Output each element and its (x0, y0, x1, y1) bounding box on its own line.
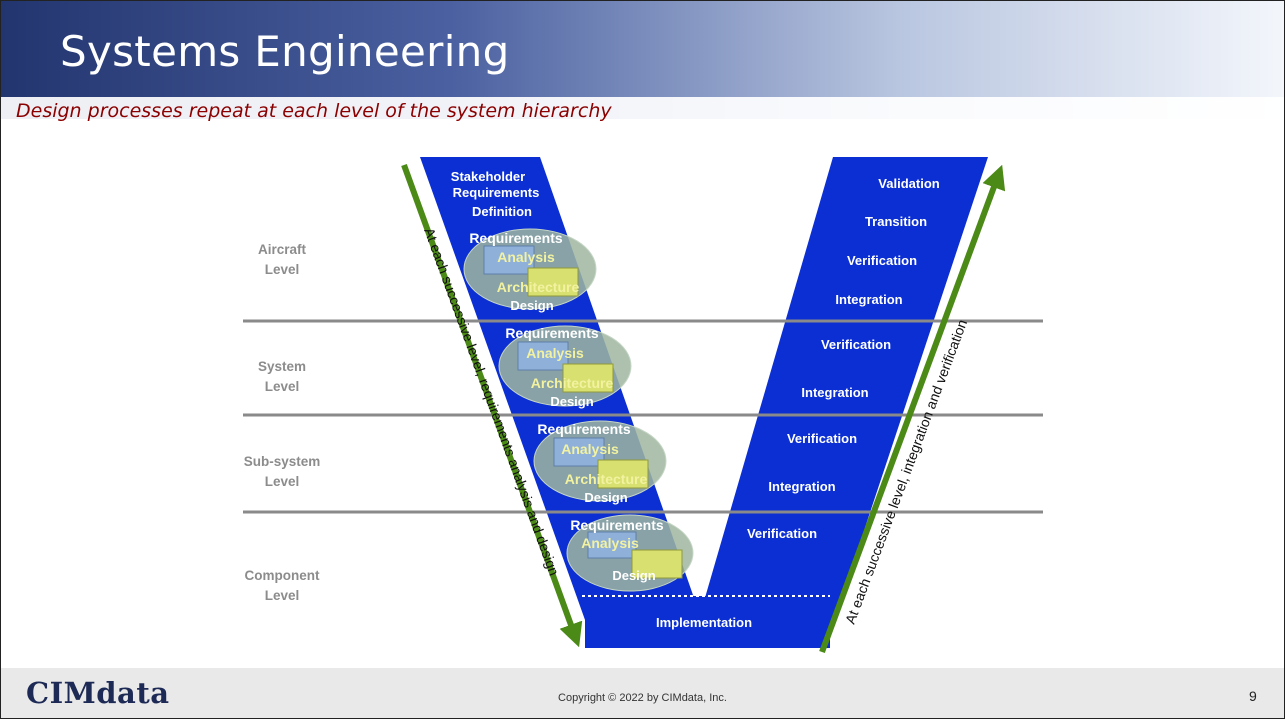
architecture-label-3: Architecture (565, 471, 648, 487)
right-item-integration-subsystem: Integration (768, 479, 835, 494)
slide-title: Systems Engineering (60, 27, 510, 76)
stakeholder-line-1: Stakeholder (451, 169, 525, 184)
analysis-label-2: Analysis (526, 345, 584, 361)
requirements-label-2: Requirements (505, 325, 599, 341)
right-item-verification-aircraft: Verification (847, 253, 917, 268)
architecture-box-2 (562, 363, 614, 393)
architecture-label-1: Architecture (497, 279, 580, 295)
analysis-box-4 (587, 531, 637, 559)
right-item-integration-aircraft: Integration (835, 292, 902, 307)
architecture-box-3 (597, 459, 649, 489)
cimdata-logo: CIMdata (26, 676, 170, 710)
analysis-box-1 (483, 245, 535, 275)
right-item-transition: Transition (865, 214, 927, 229)
implementation-label: Implementation (656, 615, 752, 630)
level-label-aircraft: Aircraft Level (257, 242, 306, 277)
v-bottom-block (585, 596, 830, 648)
requirements-label-3: Requirements (537, 421, 631, 437)
design-label-2: Design (550, 394, 593, 409)
subtitle-band (1, 97, 1284, 131)
slide-subtitle: Design processes repeat at each level of… (16, 100, 612, 122)
requirements-label-4: Requirements (570, 517, 664, 533)
right-progress-arrow (819, 164, 1006, 654)
level-label-subsystem: Sub-system Level (243, 454, 321, 489)
level-label-component: Component Level (244, 568, 320, 603)
right-item-verification-system: Verification (821, 337, 891, 352)
design-label-3: Design (584, 490, 627, 505)
analysis-label-1: Analysis (497, 249, 555, 265)
analysis-box-2 (517, 341, 569, 371)
analysis-label-4: Analysis (581, 535, 639, 551)
stakeholder-line-2: Requirements (453, 185, 540, 200)
v-right-leg (698, 157, 988, 648)
right-item-integration-system: Integration (801, 385, 868, 400)
architecture-box-4 (631, 549, 683, 579)
right-item-verification-component: Verification (747, 526, 817, 541)
design-label-1: Design (510, 298, 553, 313)
requirements-label-1: Requirements (469, 230, 563, 246)
architecture-box-1 (527, 267, 579, 297)
level-label-system: System Level (257, 359, 307, 394)
design-label-4: Design (612, 568, 655, 583)
stakeholder-line-3: Definition (472, 204, 532, 219)
right-item-verification-subsystem: Verification (787, 431, 857, 446)
analysis-label-3: Analysis (561, 441, 619, 457)
slide-footer (1, 668, 1284, 718)
copyright-notice: Copyright © 2022 by CIMdata, Inc. (558, 692, 727, 704)
right-item-validation: Validation (878, 176, 939, 191)
left-progress-arrow (401, 163, 583, 648)
page-number: 9 (1249, 688, 1257, 704)
architecture-label-2: Architecture (531, 375, 614, 391)
analysis-box-3 (553, 437, 605, 467)
